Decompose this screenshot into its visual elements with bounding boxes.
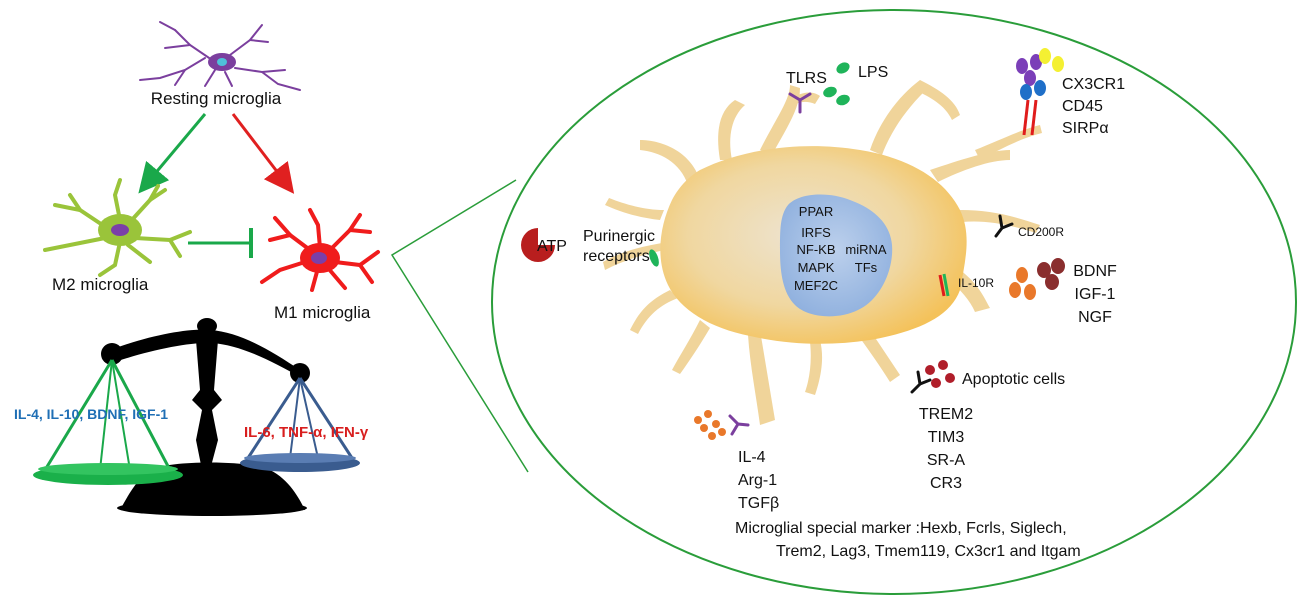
scale-pan-left bbox=[33, 359, 183, 485]
svg-text:MEF2C: MEF2C bbox=[794, 278, 838, 293]
svg-text:miRNA: miRNA bbox=[845, 242, 886, 257]
left-panel: Resting microglia M2 microglia bbox=[14, 21, 380, 516]
purinergic-receptor-icon bbox=[649, 249, 659, 267]
purinergic-label: Purinergic bbox=[583, 228, 655, 245]
resting-microglia-label: Resting microglia bbox=[151, 89, 282, 108]
il10r-label: IL-10R bbox=[958, 276, 994, 290]
bdnf-label: BDNF bbox=[1073, 263, 1117, 280]
scale-left-text: IL-4, IL-10, BDNF, IGF-1 bbox=[14, 406, 168, 422]
arrow-to-m2 bbox=[138, 113, 207, 194]
tim3-label: TIM3 bbox=[928, 429, 965, 446]
tlrs-receptor-icon bbox=[788, 92, 812, 114]
atp-label: ATP bbox=[537, 238, 567, 255]
igf1-label: IGF-1 bbox=[1075, 286, 1116, 303]
il4-molecules-icon bbox=[694, 410, 726, 440]
cd200r-receptor-icon bbox=[994, 214, 1014, 238]
scale-pan-right bbox=[240, 377, 360, 472]
m1-microglia-cell bbox=[260, 208, 380, 292]
svg-text:TFs: TFs bbox=[855, 260, 878, 275]
apoptotic-receptor-icon bbox=[910, 370, 932, 394]
apoptotic-cells-label: Apoptotic cells bbox=[962, 371, 1065, 388]
nucleus-factors: PPAR IRFS NF-KB MAPK MEF2C miRNA TFs bbox=[794, 204, 887, 293]
apoptotic-cells-icon bbox=[925, 360, 955, 388]
il10-molecules bbox=[1009, 267, 1036, 300]
arg1-label: Arg-1 bbox=[738, 472, 777, 489]
callout-lines bbox=[390, 179, 529, 473]
sra-label: SR-A bbox=[927, 452, 966, 469]
tlrs-label: TLRS bbox=[786, 70, 827, 87]
svg-text:MAPK: MAPK bbox=[798, 260, 835, 275]
cr3-label: CR3 bbox=[930, 475, 962, 492]
m1-microglia-label: M1 microglia bbox=[274, 303, 371, 322]
il4-label: IL-4 bbox=[738, 449, 766, 466]
m2-microglia-label: M2 microglia bbox=[52, 275, 149, 294]
svg-text:IRFS: IRFS bbox=[801, 225, 831, 240]
svg-text:PPAR: PPAR bbox=[799, 204, 833, 219]
il4-receptor-icon bbox=[728, 414, 750, 436]
resting-microglia-cell bbox=[139, 21, 301, 91]
special-marker-line2: Trem2, Lag3, Tmem119, Cx3cr1 and Itgam bbox=[776, 543, 1081, 560]
svg-text:NF-KB: NF-KB bbox=[797, 242, 836, 257]
lps-molecules bbox=[823, 62, 850, 106]
m2-microglia-cell bbox=[43, 178, 192, 277]
arrow-to-m1 bbox=[231, 113, 295, 194]
surface-receptor-cluster bbox=[1016, 48, 1064, 136]
scale-right-text: IL-6, TNF-α, IFN-γ bbox=[244, 424, 369, 441]
cd45-label: CD45 bbox=[1062, 98, 1103, 115]
nucleus bbox=[780, 194, 893, 317]
cx3cr1-label: CX3CR1 bbox=[1062, 76, 1125, 93]
receptors-label: receptors bbox=[583, 248, 650, 265]
trem2-label: TREM2 bbox=[919, 406, 973, 423]
neurotrophin-molecules bbox=[1037, 258, 1065, 290]
ngf-label: NGF bbox=[1078, 309, 1112, 326]
lps-label: LPS bbox=[858, 64, 888, 81]
cd200r-label: CD200R bbox=[1018, 225, 1064, 239]
il10r-receptor-icon bbox=[938, 273, 950, 297]
special-marker-line1: Microglial special marker :Hexb, Fcrls, … bbox=[735, 520, 1067, 537]
tgfb-label: TGFβ bbox=[738, 495, 779, 512]
atp-icon bbox=[521, 228, 555, 262]
sirpa-label: SIRPα bbox=[1062, 120, 1109, 137]
